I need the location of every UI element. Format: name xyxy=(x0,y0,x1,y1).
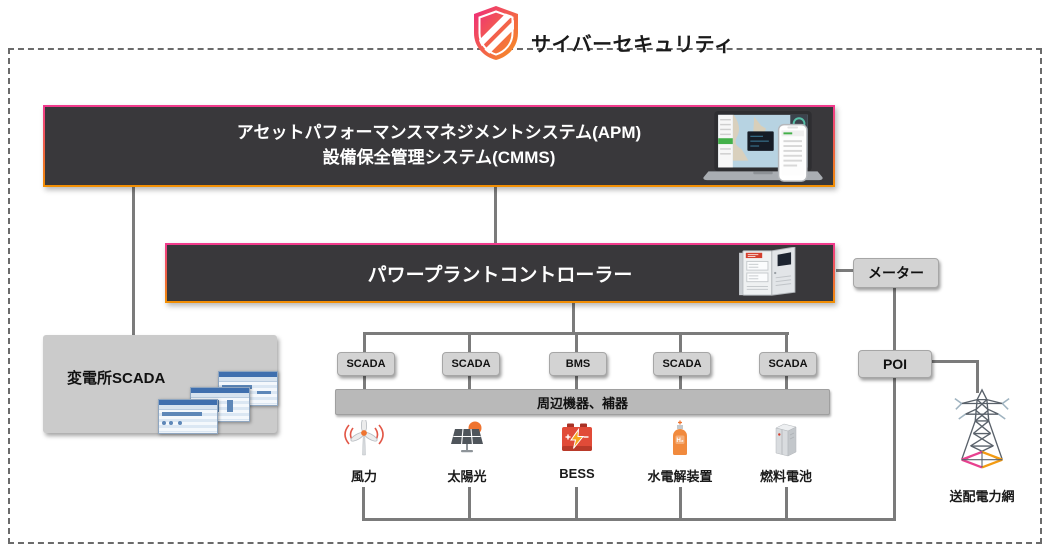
connector-line xyxy=(679,487,682,518)
controller-node-scada-3: SCADA xyxy=(653,352,711,376)
source-fuel-cell: 燃料電池 xyxy=(744,420,828,485)
controller-node-scada-1: SCADA xyxy=(337,352,395,376)
laptop-phone-illustration-icon xyxy=(699,109,827,190)
battery-icon xyxy=(555,420,599,463)
source-label-wind: 風力 xyxy=(350,469,377,484)
connector-line xyxy=(363,332,789,335)
connector-line xyxy=(836,269,853,272)
connector-line xyxy=(893,286,896,350)
substation-scada-node: 変電所SCADA xyxy=(43,335,278,434)
connector-line xyxy=(363,334,366,352)
connector-line xyxy=(679,334,682,352)
source-label-electrolyzer: 水電解装置 xyxy=(647,469,713,484)
peripheral-equipment-bar: 周辺機器、補器 xyxy=(335,389,830,415)
connector-line xyxy=(575,374,578,390)
source-label-fuel-cell: 燃料電池 xyxy=(759,469,812,484)
controller-node-scada-2: SCADA xyxy=(442,352,500,376)
connector-line xyxy=(575,487,578,518)
ppc-bar-title: パワープラントコントローラー xyxy=(367,264,633,286)
connector-line xyxy=(785,374,788,390)
control-cabinet-icon xyxy=(729,246,805,304)
poi-label: POI xyxy=(882,356,908,372)
electrolyzer-icon: H₂ xyxy=(658,420,702,463)
security-perimeter-border xyxy=(8,48,1042,544)
connector-line xyxy=(893,376,896,521)
connector-line xyxy=(468,374,471,390)
poi-node: POI xyxy=(858,350,932,378)
transmission-grid-label: 送配電力網 xyxy=(949,489,1015,504)
source-solar: 太陽光 xyxy=(425,420,509,485)
source-electrolyzer: H₂ 水電解装置 xyxy=(638,420,722,485)
transmission-tower-icon xyxy=(946,388,1018,485)
transmission-grid: 送配電力網 xyxy=(938,388,1026,505)
connector-line xyxy=(930,360,979,363)
connector-line xyxy=(468,334,471,352)
power-plant-controller-bar: パワープラントコントローラー xyxy=(165,243,835,303)
electrolyzer-h2-badge: H₂ xyxy=(676,437,683,444)
connector-line xyxy=(785,334,788,352)
meter-node: メーター xyxy=(853,258,939,288)
source-wind: 風力 xyxy=(322,417,406,485)
controller-label: SCADA xyxy=(346,358,386,370)
controller-node-scada-4: SCADA xyxy=(759,352,817,376)
controller-label: BMS xyxy=(565,358,591,370)
apm-cmms-bar: アセットパフォーマンスマネジメントシステム(APM) 設備保全管理システム(CM… xyxy=(43,105,835,187)
controller-label: SCADA xyxy=(451,358,491,370)
security-badge-label: サイバーセキュリティ xyxy=(531,34,735,56)
shield-icon xyxy=(470,5,522,66)
scada-screenshot-icon xyxy=(158,399,218,434)
connector-line xyxy=(362,518,896,521)
controller-label: SCADA xyxy=(662,358,702,370)
source-label-bess: BESS xyxy=(559,466,595,481)
connector-line xyxy=(575,334,578,352)
solar-panel-icon xyxy=(445,420,489,463)
wind-turbine-icon xyxy=(342,417,386,463)
connector-line xyxy=(976,360,979,393)
connector-line xyxy=(362,487,365,518)
connector-line xyxy=(132,187,135,335)
connector-line xyxy=(468,487,471,518)
connector-line xyxy=(679,374,682,390)
connector-line xyxy=(494,187,497,243)
peripheral-equipment-label: 周辺機器、補器 xyxy=(536,395,628,411)
substation-scada-label: 変電所SCADA xyxy=(67,370,166,387)
connector-line xyxy=(572,303,575,334)
controller-node-bms: BMS xyxy=(549,352,607,376)
connector-line xyxy=(363,374,366,390)
connector-line xyxy=(785,487,788,518)
controller-label: SCADA xyxy=(768,358,808,370)
apm-bar-title-line2: 設備保全管理システム(CMMS) xyxy=(322,148,556,167)
meter-label: メーター xyxy=(868,265,924,281)
fuel-cell-icon xyxy=(764,420,808,463)
source-bess: BESS xyxy=(535,420,619,481)
apm-bar-title-line1: アセットパフォーマンスマネジメントシステム(APM) xyxy=(236,123,642,143)
security-badge: サイバーセキュリティ xyxy=(470,5,734,66)
source-label-solar: 太陽光 xyxy=(447,469,487,484)
